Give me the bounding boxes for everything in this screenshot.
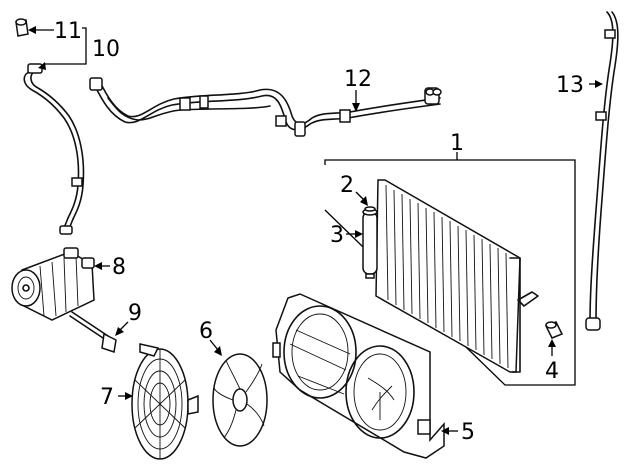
part-4-sensor [544, 321, 564, 339]
callout-4: 4 [545, 359, 559, 384]
callout-3: 3 [330, 223, 344, 248]
callout-6: 6 [199, 319, 213, 344]
part-2-cap [364, 206, 376, 212]
callout-2: 2 [340, 173, 354, 198]
callout-5: 5 [461, 420, 475, 445]
part-3-receiver-drier [362, 208, 378, 279]
part-1-bracket-line [324, 159, 576, 386]
callout-11: 11 [54, 19, 82, 44]
part-11-fitting [15, 18, 29, 37]
part-9-bolt [69, 311, 117, 353]
callout-labels: 11 10 12 13 1 2 3 4 5 6 7 8 9 [54, 19, 584, 445]
part-10-hose [23, 63, 85, 235]
callout-7: 7 [100, 385, 114, 410]
condenser [375, 179, 539, 373]
part-12-hose-assembly [89, 77, 442, 137]
callout-1: 1 [450, 131, 464, 156]
part-6-fan [212, 353, 268, 447]
part-7-fan-guard [131, 343, 199, 460]
part-8-compressor [11, 247, 95, 321]
callout-12: 12 [344, 67, 372, 92]
callout-8: 8 [112, 255, 126, 280]
callout-9: 9 [128, 301, 142, 326]
leader-lines [28, 26, 603, 435]
callout-10: 10 [92, 37, 120, 62]
part-13-liquid-line [585, 11, 619, 331]
part-5-fan-shroud [272, 293, 445, 459]
callout-13: 13 [556, 73, 584, 98]
